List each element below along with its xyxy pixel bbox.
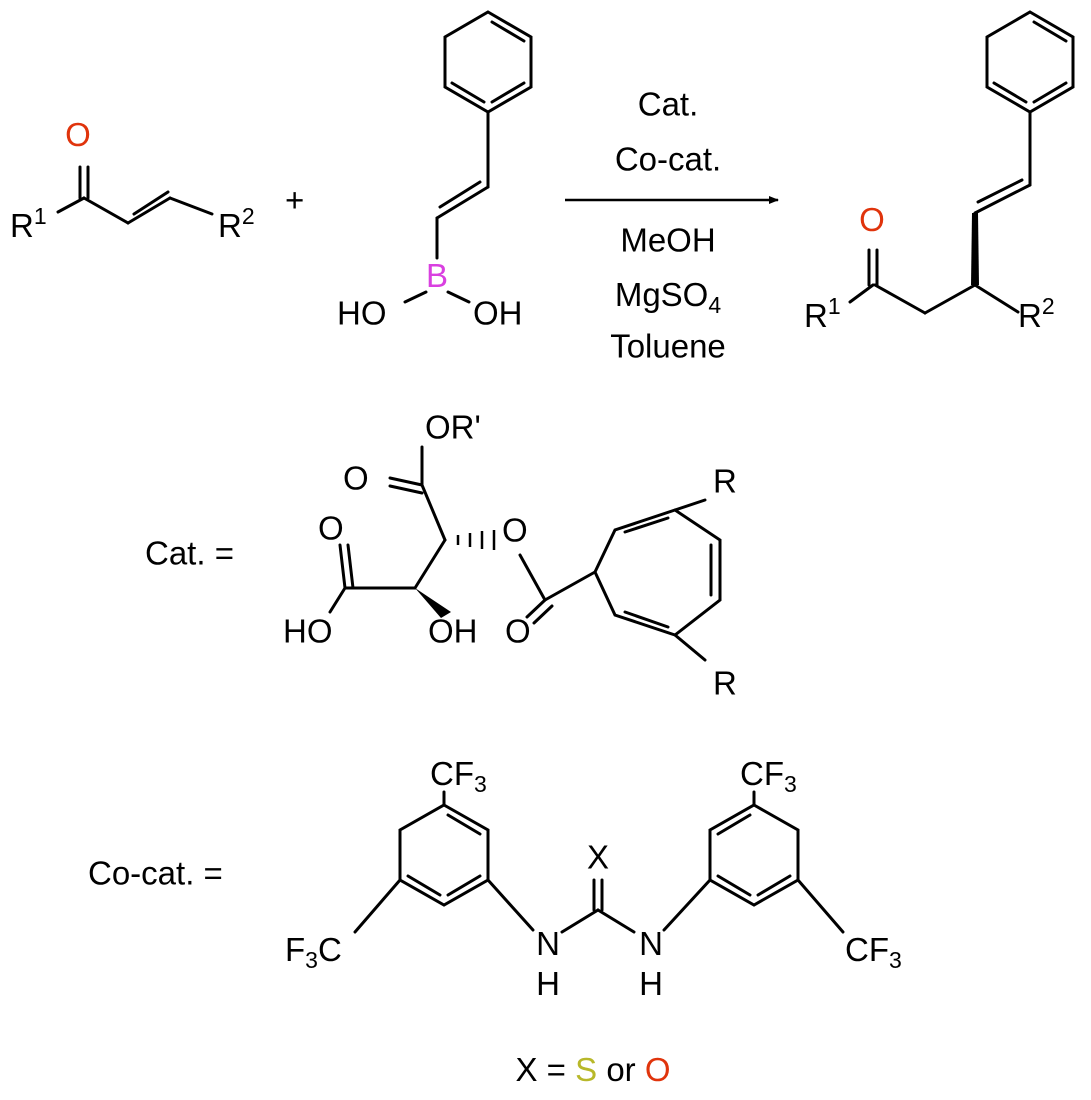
cf3-bottom-left: F3C	[285, 931, 342, 973]
catalyst-or-prime: OR'	[425, 409, 481, 446]
catalyst-oh: OH	[428, 613, 478, 650]
catalyst-r-top: R	[713, 463, 737, 500]
catalyst-ring-o: O	[502, 512, 528, 549]
enone-r2: R2	[218, 203, 255, 244]
catalyst-r-bottom: R	[713, 665, 737, 702]
condition-catalyst: Cat.	[638, 86, 699, 123]
condition-toluene: Toluene	[610, 328, 726, 365]
catalyst-acid-o: O	[318, 510, 344, 547]
catalyst-wedge-bond	[415, 588, 451, 618]
catalyst-label: Cat. =	[145, 535, 234, 572]
cocatalyst-structure: Co-cat. = CF3 F3C X N H N H CF3 CF3	[88, 755, 902, 1002]
x-definition-text: X = S or O	[516, 1051, 671, 1088]
nh-right: N	[639, 925, 663, 962]
catalyst-ho: HO	[283, 613, 333, 650]
nh-left-h: H	[536, 965, 560, 1002]
condition-cocatalyst: Co-cat.	[615, 141, 721, 178]
condition-methanol: MeOH	[620, 222, 715, 259]
product-r2: R2	[1018, 293, 1055, 334]
plus-sign: +	[285, 182, 304, 219]
product-wedge-bond	[971, 213, 979, 285]
condition-mgso4: MgSO4	[615, 276, 722, 318]
enone-oxygen: O	[65, 116, 91, 153]
cf3-top-left: CF3	[430, 755, 487, 797]
nh-right-h: H	[639, 965, 663, 1002]
boronic-ho: HO	[337, 295, 387, 332]
styrylboronic-acid: B HO OH	[337, 10, 533, 332]
cf3-bottom-right: CF3	[845, 931, 902, 973]
hashed-bond	[456, 530, 496, 550]
enone-reactant: O R1 R2	[10, 116, 255, 244]
nh-left: N	[536, 925, 560, 962]
boronic-oh: OH	[473, 295, 523, 332]
product-oxygen: O	[859, 201, 885, 238]
reaction-arrow: Cat. Co-cat. MeOH MgSO4 Toluene	[565, 86, 779, 365]
catalyst-ester-o: O	[343, 460, 369, 497]
cf3-top-right: CF3	[740, 755, 797, 797]
cocatalyst-label: Co-cat. =	[88, 855, 223, 892]
enone-r1: R1	[10, 203, 47, 244]
x-definition: X = S or O	[516, 1051, 671, 1088]
product-r1: R1	[804, 293, 841, 334]
product: O R1 R2	[804, 10, 1075, 334]
catalyst-structure: Cat. = OR' O	[145, 409, 737, 702]
boron-atom: B	[426, 257, 448, 294]
catalyst-carbonyl-o: O	[505, 613, 531, 650]
thiourea-x: X	[587, 839, 609, 876]
